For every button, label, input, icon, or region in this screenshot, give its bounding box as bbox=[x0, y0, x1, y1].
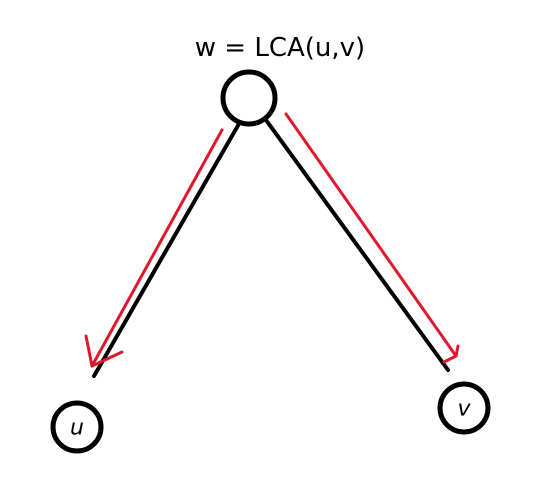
edge-root-to-u bbox=[92, 120, 242, 378]
diagram-title: w = LCA(u,v) bbox=[195, 33, 365, 63]
node-u-label: u bbox=[70, 416, 84, 441]
node-v-label: v bbox=[457, 397, 471, 422]
node-root bbox=[220, 69, 278, 127]
node-u: u bbox=[50, 400, 104, 454]
arrow-root-to-u bbox=[84, 128, 224, 368]
node-v: v bbox=[437, 381, 491, 435]
arrow-root-to-v bbox=[284, 112, 460, 364]
edge-root-to-v bbox=[264, 118, 450, 372]
